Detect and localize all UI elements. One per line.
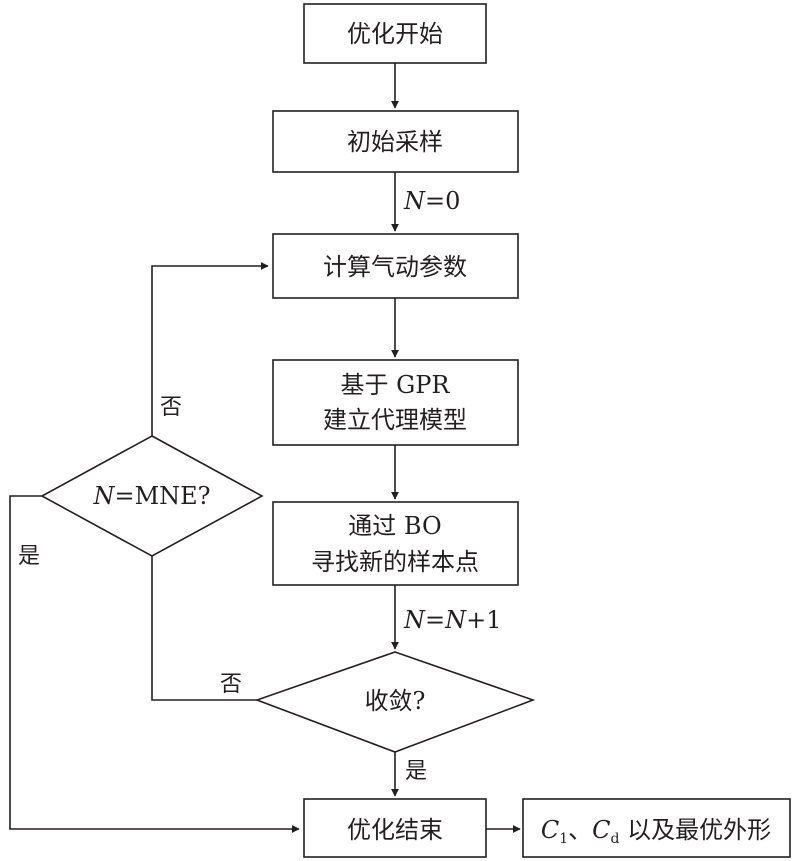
label-mne-no: 否 bbox=[160, 395, 182, 420]
node-gpr-label-line2: 建立代理模型 bbox=[323, 406, 467, 434]
node-end: 优化结束 bbox=[303, 798, 487, 858]
node-bo-label-line1: 通过 BO bbox=[348, 512, 441, 540]
node-converge: 收敛? bbox=[254, 651, 536, 753]
label-n0-rest: =0 bbox=[425, 187, 460, 215]
label-converge-no: 否 bbox=[220, 672, 242, 697]
output-cd-var: C bbox=[592, 816, 610, 844]
node-start-label: 优化开始 bbox=[347, 20, 443, 48]
label-inc-var1: N bbox=[403, 606, 426, 634]
label-mne-yes: 是 bbox=[18, 544, 40, 569]
node-converge-label: 收敛? bbox=[365, 687, 426, 715]
node-sampling: 初始采样 bbox=[272, 110, 519, 173]
node-compute: 计算气动参数 bbox=[272, 233, 519, 299]
label-n-equals-0: N=0 bbox=[403, 187, 460, 215]
edge-converge-no-to-mne bbox=[151, 556, 257, 701]
node-output: C1、Cd 以及最优外形 bbox=[522, 798, 791, 858]
node-sampling-label: 初始采样 bbox=[347, 128, 443, 156]
node-mne: N=MNE? bbox=[40, 435, 264, 557]
node-gpr: 基于 GPR 建立代理模型 bbox=[272, 359, 519, 446]
label-inc-rest: +1 bbox=[466, 606, 501, 634]
node-gpr-label-line1: 基于 GPR bbox=[340, 371, 450, 399]
node-bo-label-line2: 寻找新的样本点 bbox=[311, 548, 479, 576]
output-rest: 以及最优外形 bbox=[620, 816, 772, 844]
node-output-label: C1、Cd 以及最优外形 bbox=[541, 816, 771, 847]
node-mne-var: N bbox=[92, 482, 115, 510]
label-inc-eq: = bbox=[425, 606, 445, 634]
output-cd-sub: d bbox=[611, 831, 620, 847]
node-end-label: 优化结束 bbox=[347, 816, 443, 844]
label-inc-var2: N bbox=[444, 606, 467, 634]
edge-mne-no-to-compute bbox=[151, 262, 269, 436]
label-n-increment: N=N+1 bbox=[403, 606, 502, 634]
node-mne-label: N=MNE? bbox=[92, 482, 210, 510]
edge-mne-yes-to-end bbox=[9, 495, 300, 833]
node-start: 优化开始 bbox=[303, 3, 487, 64]
output-c1-var: C bbox=[541, 816, 559, 844]
node-bo: 通过 BO 寻找新的样本点 bbox=[272, 501, 519, 586]
output-sep: 、 bbox=[568, 816, 592, 844]
node-compute-label: 计算气动参数 bbox=[323, 253, 467, 281]
label-converge-yes: 是 bbox=[405, 759, 427, 784]
output-c1-sub: 1 bbox=[559, 831, 568, 847]
label-n0-var: N bbox=[403, 187, 426, 215]
node-mne-rest: =MNE? bbox=[114, 482, 210, 510]
